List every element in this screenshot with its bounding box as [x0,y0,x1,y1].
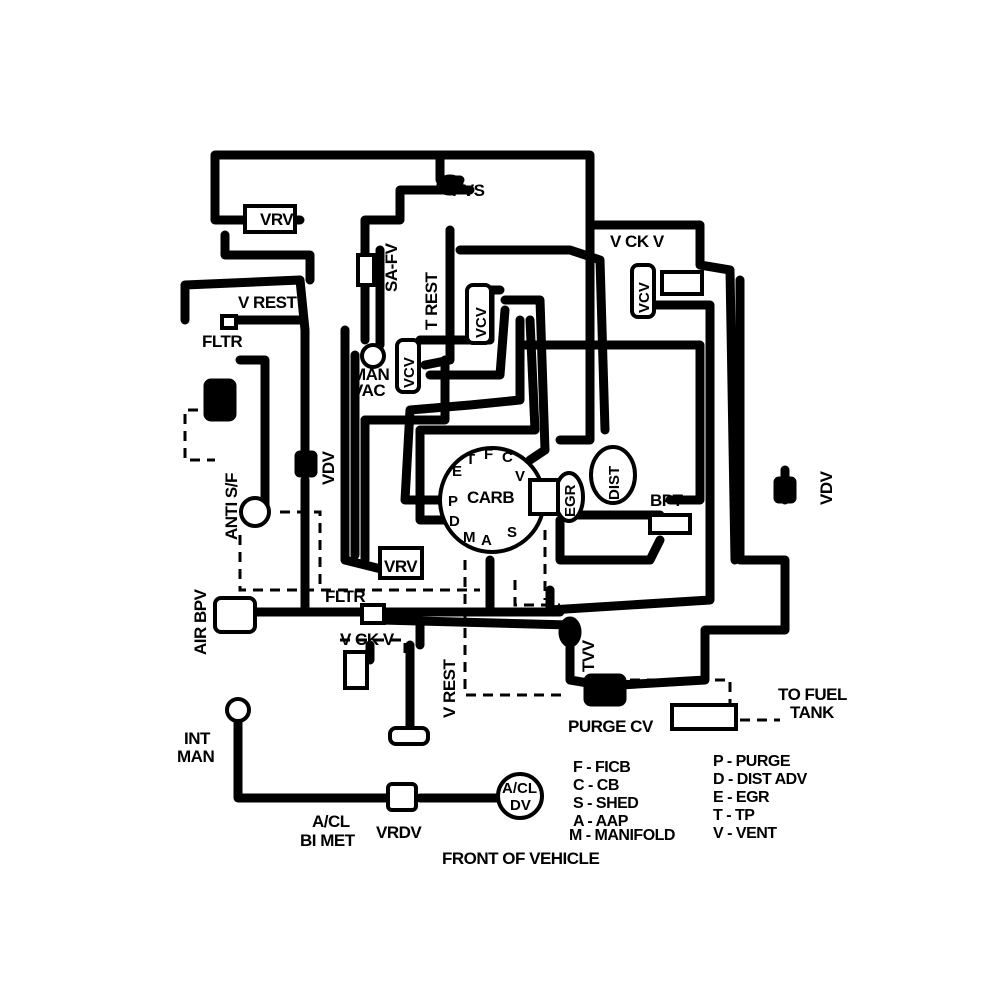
label-vckv-top: V CK V [610,232,665,251]
acl-dv-unit [496,772,544,820]
label-man: MAN [352,365,389,384]
legend-item: P - PURGE [713,753,791,770]
label-egr: EGR [562,484,579,517]
label-carb: CARB [467,488,514,507]
label-acl-dv-2: DV [510,797,531,814]
label-purge-cv: PURGE CV [568,717,654,736]
hose-routing [180,150,790,803]
label-tank: TANK [790,703,835,722]
label-t-rest: T REST [422,271,441,330]
label-vrdv: VRDV [376,823,422,842]
int-man-fitting [225,697,251,723]
legend-item: V - VENT [713,825,777,842]
label-vcv-right: VCV [636,282,653,313]
vcv-left-valve [395,338,421,394]
legend: F - FICB C - CB S - SHED A - AAP M - MAN… [569,753,808,844]
label-fltr-left: FLTR [202,332,242,351]
vckv-top-valve [660,270,704,296]
purge-cv-valve [583,673,627,707]
legend-item: C - CB [573,777,619,794]
vcv-right-valve [630,263,656,319]
label-man-int: MAN [177,747,214,766]
label-dist: DIST [606,466,623,500]
carb-port-p: P [448,493,458,510]
label-fltr-bottom: FLTR [325,587,365,606]
legend-item: T - TP [713,807,755,824]
legend-item: S - SHED [573,795,638,812]
carb-port-a: A [481,532,492,549]
legend-item: M - MANIFOLD [569,827,675,844]
vckv-bottom-valve [343,650,369,690]
anti-sf-valve [239,496,271,528]
label-bpt: BPT [650,491,684,510]
label-front-of-vehicle: FRONT OF VEHICLE [442,849,599,868]
label-vcv-left: VCV [401,357,418,388]
label-acl: A/CL [312,812,350,831]
vrdv-valve [386,782,418,812]
sa-fv-valve [356,253,376,287]
label-air-bpv: AIR BPV [191,588,210,655]
vdv-right-valve [773,476,797,504]
label-vrv-bottom: VRV [384,557,418,576]
label-sa-fv: SA-FV [382,242,401,292]
vckv-bottom-outlet [388,726,430,746]
label-tvv: TVV [579,639,598,672]
carb-port-c: C [502,449,513,466]
label-vckv-bottom: V CK V [340,630,395,649]
label-to-fuel: TO FUEL [778,685,847,704]
label-acl-dv-1: A/CL [502,780,537,797]
legend-item: A - AAP [573,813,629,830]
vcv-mid-valve [465,283,493,345]
man-vac-fitting [360,343,386,369]
legend-item: F - FICB [573,759,630,776]
component-labels: VRV PVS V CK V SA-FV T REST VCV VCV VC V … [177,181,848,868]
pvs-valve [436,174,464,196]
bpt-unit [648,513,692,535]
vrv-top-valve [243,204,297,234]
label-bi-met: BI MET [300,831,356,850]
carb-port-labels: E T F C V P D M A S [448,446,525,549]
legend-item: D - DIST ADV [713,771,808,788]
label-int: INT [184,729,211,748]
carb-port-s: S [507,524,517,541]
label-v-rest-bottom: V REST [440,658,459,718]
label-anti-sf: ANTI S/F [222,473,241,540]
label-vdv-right: VDV [817,470,836,505]
carb-port-t: T [466,451,475,468]
vdv-left-valve [294,450,318,478]
fuel-tank-connector [670,703,738,731]
fltr-bottom [360,603,386,625]
label-pvs: PVS [452,181,485,200]
air-bpv-valve [213,596,257,634]
fltr-left [220,314,238,330]
label-vac: VAC [352,381,385,400]
tvv-valve [558,616,582,648]
carb-port-v: V [515,468,525,485]
anti-sf-upper-fitting [203,378,237,422]
carb-port-e: E [452,463,462,480]
dashed-routing [183,408,780,722]
dist-advance-unit [589,445,637,505]
carb-port-d: D [449,513,460,530]
vrv-bottom-valve [378,546,424,580]
egr-fitting [528,478,560,516]
label-vdv-left: VDV [319,450,338,485]
legend-item: E - EGR [713,789,770,806]
carb-port-f: F [484,446,493,463]
label-v-rest-top: V REST [238,293,298,312]
carb-port-m: M [463,529,476,546]
label-vrv-top: VRV [260,210,294,229]
label-vcv-mid: VCV [473,307,490,338]
